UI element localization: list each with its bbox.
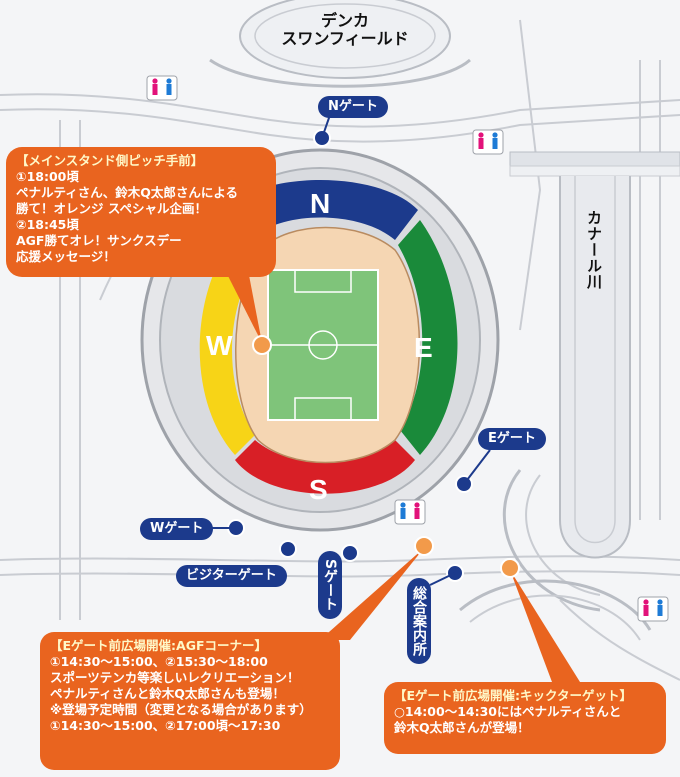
callout-main-line: 勝て！オレンジ スペシャル企画！ bbox=[16, 201, 207, 216]
sector-east-shape bbox=[398, 220, 458, 455]
callout-agf-tail bbox=[320, 548, 424, 640]
callout-agf-line: ①14:30～15:00、②15:30～18:00 bbox=[50, 654, 268, 669]
callout-agf-title: 【Eゲート前広場開催:AGFコーナー】 bbox=[50, 638, 268, 653]
callout-agf-line: ペナルティさんと鈴木Q太郎さんも登場！ bbox=[50, 686, 285, 701]
swan-field-line2: スワンフィールド bbox=[281, 29, 409, 49]
swan-field bbox=[239, 0, 451, 79]
sector-north-label: N bbox=[310, 188, 331, 219]
sector-east-label: E bbox=[414, 332, 433, 363]
callout-main-line: AGF勝てオレ！サンクスデー bbox=[16, 233, 182, 248]
callout-agf-corner: 【Eゲート前広場開催:AGFコーナー】 ①14:30～15:00、②15:30～… bbox=[40, 632, 340, 770]
restroom-icon bbox=[637, 596, 669, 622]
gate-west-label[interactable]: Wゲート bbox=[140, 518, 214, 540]
gate-east-label[interactable]: Eゲート bbox=[478, 428, 546, 450]
sector-south-shape bbox=[235, 440, 415, 494]
callout-agf-line: ①14:30～15:00、②17:00頃～17:30 bbox=[50, 718, 281, 733]
gate-visitor-label[interactable]: ビジターゲート bbox=[176, 565, 287, 587]
callout-agf-line: ※登場予定時間（変更となる場合があります） bbox=[50, 702, 312, 717]
restroom-icon bbox=[472, 129, 504, 155]
callout-main-line: ペナルティさん、鈴木Q太郎さんによる bbox=[16, 185, 239, 200]
callout-main-stand: 【メインスタンド側ピッチ手前】 ①18:00頃 ペナルティさん、鈴木Q太郎さんに… bbox=[6, 147, 276, 277]
canal-river-label: カナール川 bbox=[585, 210, 603, 290]
callout-main-line: 応援メッセージ！ bbox=[16, 249, 116, 264]
sector-west-shape bbox=[199, 270, 255, 455]
restroom-icon bbox=[146, 75, 178, 101]
callout-kick-line: ○14:00～14:30にはペナルティさんと bbox=[394, 704, 622, 719]
callout-main-line: ②18:45頃 bbox=[16, 217, 79, 232]
callout-kick-tail bbox=[510, 570, 585, 690]
gate-north-label[interactable]: Nゲート bbox=[318, 96, 388, 118]
swan-field-line1: デンカ bbox=[320, 11, 369, 30]
info-center-label[interactable]: 総合案内所 bbox=[407, 578, 431, 664]
callout-agf-line: スポーツテンカ等楽しいレクリエーション！ bbox=[50, 670, 300, 685]
sector-west-label: W bbox=[206, 330, 233, 361]
callout-main-line: ①18:00頃 bbox=[16, 169, 79, 184]
swan-field-label: デンカ スワンフィールド bbox=[270, 11, 420, 49]
callout-kick-target: 【Eゲート前広場開催:キックターゲット】 ○14:00～14:30にはペナルティ… bbox=[384, 682, 666, 754]
callout-kick-line: 鈴木Q太郎さんが登場！ bbox=[394, 720, 530, 735]
gate-south-label[interactable]: Sゲート bbox=[318, 551, 342, 620]
restroom-icon bbox=[394, 499, 426, 525]
callout-kick-title: 【Eゲート前広場開催:キックターゲット】 bbox=[394, 688, 633, 703]
callout-main-tail bbox=[225, 270, 262, 343]
sector-south-label: S bbox=[309, 474, 328, 505]
event-marker-icon bbox=[252, 335, 520, 578]
callout-main-title: 【メインスタンド側ピッチ手前】 bbox=[16, 153, 204, 168]
